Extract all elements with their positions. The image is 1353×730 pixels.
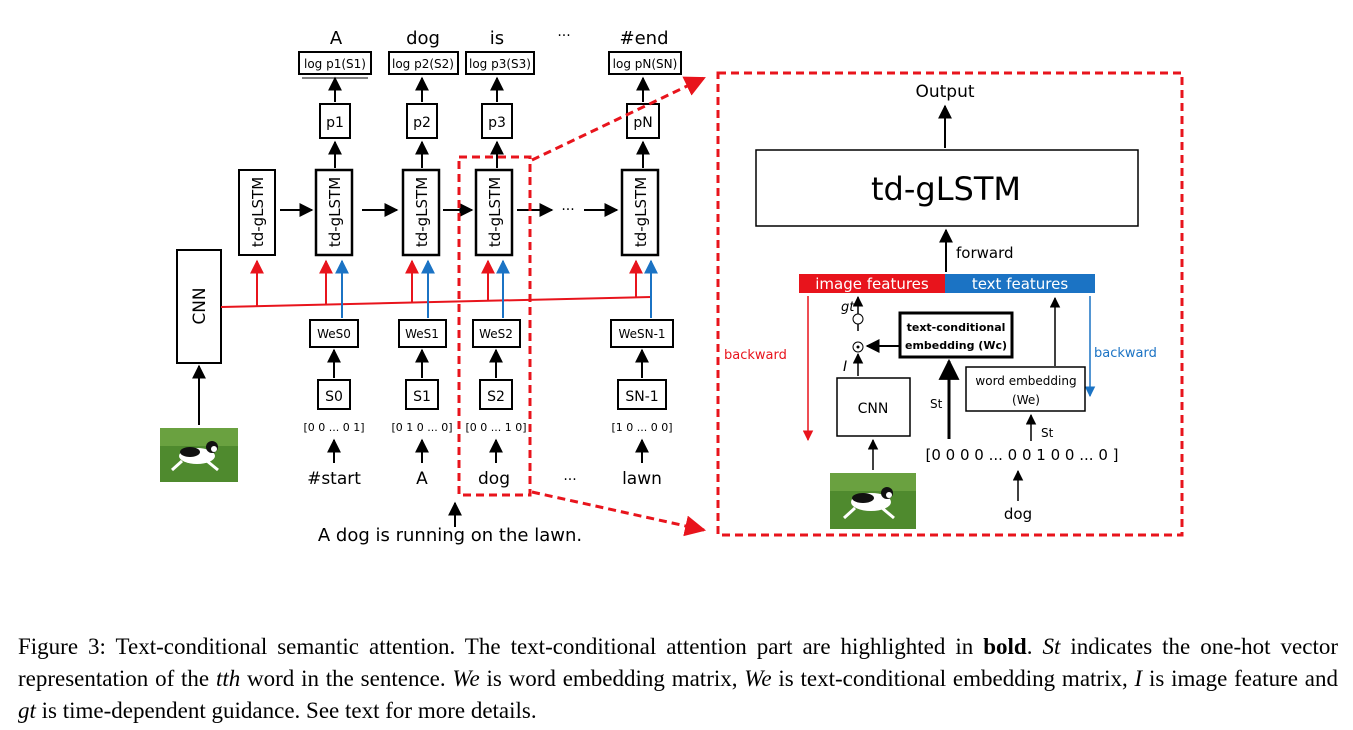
- top-ellipsis: ···: [557, 28, 570, 44]
- p-box-1: p1: [319, 103, 351, 139]
- lstm-label-2: td-gLSTM: [413, 177, 431, 247]
- caption-tth: tth: [215, 666, 241, 691]
- lstm-box-3: td-gLSTM: [474, 168, 514, 257]
- st-label: St: [930, 397, 943, 411]
- detail-vector: [0 0 0 0 ... 0 0 1 0 0 ... 0 ]: [926, 446, 1119, 464]
- svg-text:pN: pN: [633, 115, 652, 131]
- svg-text:log p1(S1): log p1(S1): [304, 57, 366, 71]
- svg-text:log p3(S3): log p3(S3): [469, 57, 531, 71]
- gt-label: gt: [841, 300, 855, 315]
- image-features-label: image features: [815, 275, 929, 293]
- log-box-4: log pN(SN): [608, 51, 682, 75]
- we-line1: word embedding: [975, 374, 1076, 388]
- vector-1: [0 0 ... 0 1]: [303, 421, 364, 434]
- svg-text:p3: p3: [488, 115, 506, 131]
- svg-text:p1: p1: [326, 115, 344, 131]
- sentence: A dog is running on the lawn.: [318, 525, 582, 546]
- svg-text:SN-1: SN-1: [625, 389, 658, 405]
- highlight-box: [457, 155, 532, 497]
- st2-label: St: [1041, 426, 1054, 440]
- backward-left-label: backward: [724, 348, 787, 363]
- lstm-label-0: td-gLSTM: [249, 177, 267, 247]
- svg-text:S1: S1: [413, 389, 431, 405]
- forward-label: forward: [956, 244, 1014, 262]
- detail-lstm-box: [755, 149, 1139, 227]
- dog-photo-left: [160, 428, 238, 482]
- we-line2: (We): [1012, 393, 1040, 407]
- lstm-box-0: [238, 169, 276, 256]
- svg-text:WeS2: WeS2: [479, 327, 513, 341]
- svg-text:log pN(SN): log pN(SN): [613, 57, 678, 71]
- image-features-bar: [799, 274, 945, 293]
- caption-st: St: [1042, 634, 1061, 659]
- backward-right-label: backward: [1094, 346, 1157, 361]
- lstm-label-1: td-gLSTM: [326, 177, 344, 247]
- cnn-label: CNN: [190, 287, 210, 324]
- detail-cnn-label: CNN: [858, 401, 889, 417]
- detail-lstm-label: td-gLSTM: [871, 170, 1021, 208]
- svg-text:WeS0: WeS0: [317, 327, 351, 341]
- s-box-1: S0: [317, 379, 351, 410]
- svg-text:WeSN-1: WeSN-1: [618, 327, 665, 341]
- lstm-label-3: td-gLSTM: [486, 177, 504, 247]
- text-features-bar: [945, 274, 1095, 293]
- p-box-4: pN: [626, 103, 660, 139]
- svg-text:S2: S2: [487, 389, 505, 405]
- we-box-1: WeS0: [309, 319, 359, 348]
- svg-text:log p2(S2): log p2(S2): [392, 57, 454, 71]
- ellipsis-mid: ···: [561, 202, 574, 218]
- lstm-box-4: td-gLSTM: [620, 168, 660, 257]
- vector-3: [0 0 ... 1 0]: [465, 421, 526, 434]
- lstm-box-2: td-gLSTM: [401, 168, 441, 257]
- p-box-3: p3: [481, 103, 513, 139]
- s-box-3: S2: [479, 379, 513, 410]
- we-box-3: WeS2: [472, 319, 521, 348]
- log-box-1: log p1(S1): [298, 51, 372, 75]
- p-box-2: p2: [406, 103, 438, 139]
- output-label: Output: [915, 82, 974, 102]
- caption-gt: gt: [18, 698, 36, 723]
- detail-box: [716, 71, 1184, 537]
- log-box-3: log p3(S3): [465, 51, 535, 75]
- caption-we-2: We: [744, 666, 772, 691]
- top-word-2: dog: [406, 28, 440, 49]
- we-box-4: WeSN-1: [610, 319, 674, 348]
- tce-line1: text-conditional: [907, 321, 1006, 334]
- lstm-label-4: td-gLSTM: [632, 177, 650, 247]
- s-box-4: SN-1: [617, 379, 667, 410]
- lstm-box-1: td-gLSTM: [314, 168, 354, 257]
- text-conditional-embedding-box: [898, 311, 1014, 359]
- bottom-word-2: A: [416, 469, 428, 489]
- attention-diagram: CNN td-gLSTM td-gLSTM td-gLSTM td-gLSTM …: [160, 28, 1184, 546]
- top-word-4: #end: [620, 28, 669, 49]
- caption-we-1: We: [452, 666, 480, 691]
- detail-word-embedding-box: [965, 366, 1086, 412]
- top-word-3: is: [490, 28, 504, 49]
- image-feature-label: I: [843, 359, 847, 375]
- detail-word: dog: [1004, 505, 1032, 523]
- caption-i: I: [1134, 666, 1143, 691]
- vector-2: [0 1 0 ... 0]: [391, 421, 452, 434]
- tce-line2: embedding (Wc): [905, 339, 1007, 352]
- caption-bold-word: bold: [983, 634, 1027, 659]
- bottom-word-4: lawn: [622, 469, 662, 489]
- bottom-word-1: #start: [307, 469, 361, 489]
- svg-text:WeS1: WeS1: [405, 327, 439, 341]
- we-box-2: WeS1: [398, 319, 447, 348]
- svg-text:p2: p2: [413, 115, 431, 131]
- sigmoid-node: [852, 313, 864, 325]
- svg-text:S0: S0: [325, 389, 343, 405]
- cnn-box: [176, 249, 222, 364]
- bottom-ellipsis: ···: [563, 472, 576, 488]
- vector-4: [1 0 ... 0 0]: [611, 421, 672, 434]
- text-features-label: text features: [972, 275, 1069, 293]
- top-word-1: A: [330, 28, 343, 49]
- s-box-2: S1: [405, 379, 439, 410]
- bottom-word-3: dog: [478, 469, 510, 489]
- log-box-2: log p2(S2): [388, 51, 459, 75]
- detail-cnn-box: [836, 377, 911, 437]
- dog-photo-right: [830, 473, 916, 529]
- figure-caption: Figure 3: Text-conditional semantic atte…: [18, 634, 1339, 723]
